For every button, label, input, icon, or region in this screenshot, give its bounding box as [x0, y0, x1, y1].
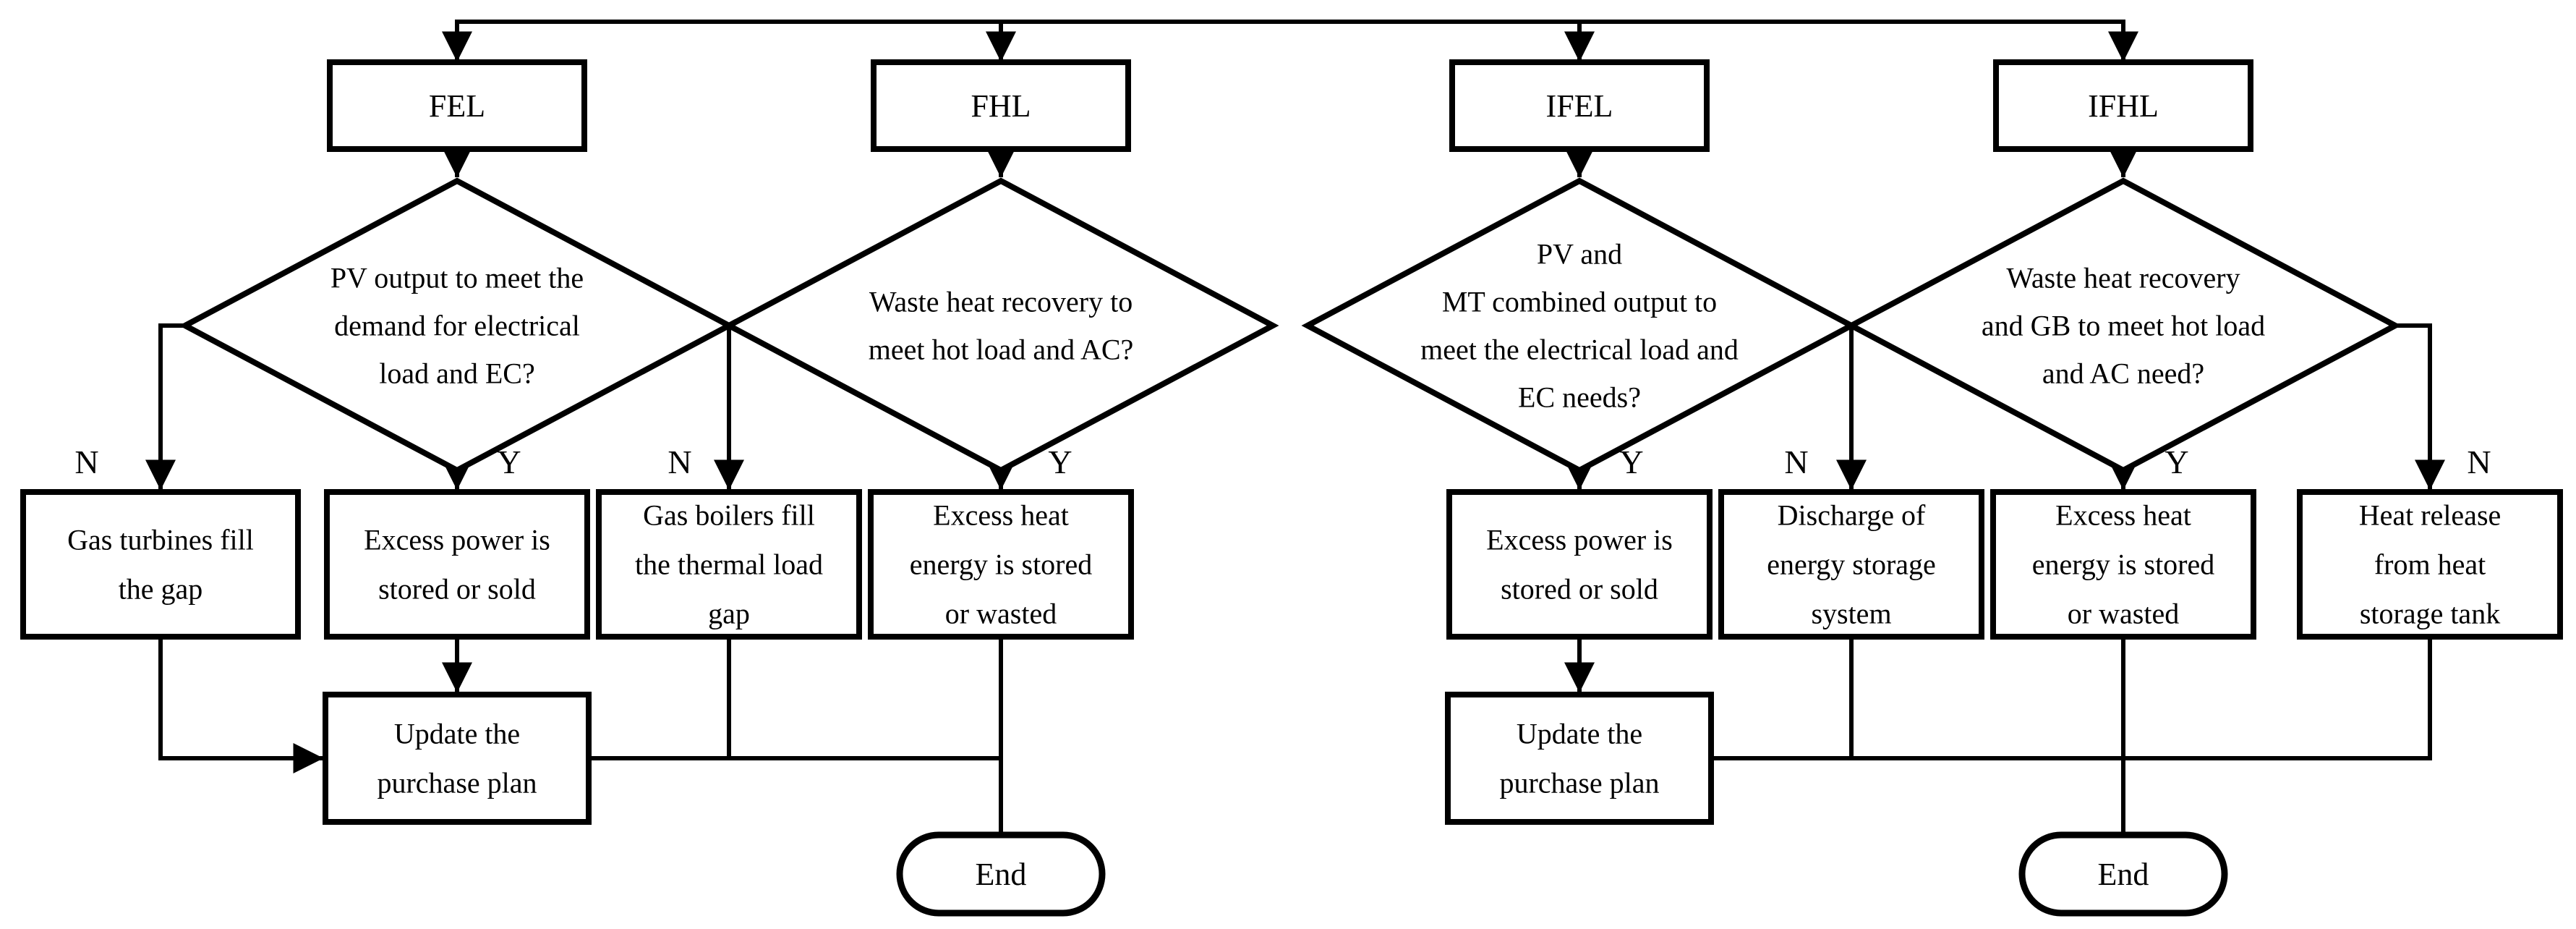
terminator-end-right-shape — [2018, 831, 2228, 917]
terminator-end-right: End — [2018, 831, 2228, 917]
process-gas-turbines-shape — [20, 489, 301, 640]
decision-fhl-shape — [722, 177, 1279, 474]
label-ifel-no: N — [1784, 444, 1808, 480]
process-excess-power-fel-shape — [324, 489, 590, 640]
start-box-ifel-shape — [1449, 59, 1710, 152]
label-ifhl-yes: Y — [2165, 444, 2188, 480]
process-update-plan-left-shape — [323, 692, 592, 825]
start-box-fel-label: FEL — [429, 88, 485, 124]
label-fel-no: N — [74, 444, 98, 480]
terminator-end-left-label: End — [976, 857, 1027, 892]
terminator-end-right-label: End — [2098, 857, 2149, 892]
label-ifhl-no: N — [2467, 444, 2491, 480]
start-box-fel: FEL — [327, 59, 587, 152]
process-excess-heat-fhl-shape — [868, 489, 1134, 640]
start-box-ifhl: IFHL — [1993, 59, 2253, 152]
edge-gas-turbines-to-update — [158, 635, 324, 773]
start-box-ifel: IFEL — [1449, 59, 1710, 152]
process-heat-release-shape — [2297, 489, 2563, 640]
edge-heat-release-return — [2121, 635, 2432, 760]
start-box-fel-shape — [327, 59, 587, 152]
process-excess-power-ifel-shape — [1446, 489, 1713, 640]
start-box-fhl-shape — [871, 59, 1131, 152]
label-fel-yes: Y — [497, 444, 521, 480]
process-update-plan-right-shape — [1445, 692, 1714, 825]
decision-ifel-shape — [1301, 177, 1858, 474]
decision-ifhl-shape — [1845, 177, 2402, 474]
process-gas-boilers-shape — [596, 489, 862, 640]
label-fhl-no: N — [668, 444, 691, 480]
label-ifel-yes: Y — [1619, 444, 1643, 480]
terminator-end-left: End — [896, 831, 1106, 917]
terminator-end-left-shape — [896, 831, 1106, 917]
label-fhl-yes: Y — [1048, 444, 1072, 480]
process-excess-heat-ifhl-shape — [1990, 489, 2256, 640]
process-discharge-storage-shape — [1718, 489, 1984, 640]
start-box-ifhl-label: IFHL — [2088, 88, 2159, 124]
start-box-fhl-label: FHL — [971, 88, 1031, 124]
edge-ifhl-no-path — [2393, 323, 2445, 491]
edge-fel-no-path — [145, 323, 187, 491]
start-box-ifel-label: IFEL — [1546, 88, 1613, 124]
start-box-fhl: FHL — [871, 59, 1131, 152]
start-box-ifhl-shape — [1993, 59, 2253, 152]
decision-fel-shape — [179, 177, 735, 474]
